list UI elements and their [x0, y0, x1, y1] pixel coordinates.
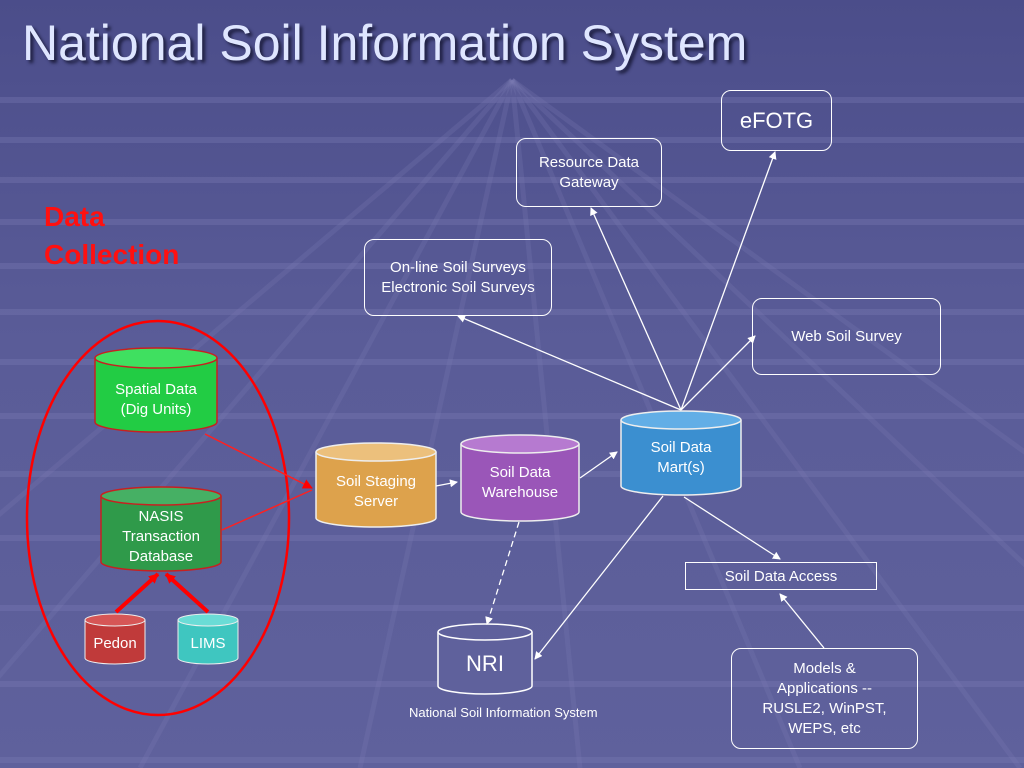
slide-footer: National Soil Information System [409, 705, 598, 720]
spatial-line2: (Dig Units) [120, 401, 192, 418]
resource-gateway-line2: Gateway [559, 173, 619, 191]
staging-line2: Server [353, 493, 399, 510]
resource-gateway-line1: Resource Data [538, 153, 640, 171]
soil-data-access-label: Soil Data Access [724, 567, 838, 585]
spatial-to-staging-line [204, 433, 313, 489]
models-to-sda-arrow [779, 593, 825, 649]
mart-to-efotg-arrow [680, 151, 777, 411]
warehouse-line1: Soil Data [489, 464, 551, 481]
data-collection-label: Data Collection [44, 198, 179, 274]
spatial-data-cylinder [94, 347, 218, 433]
mart-label: Soil Data Mart(s) [621, 438, 741, 478]
data-collection-label-line2: Collection [44, 239, 180, 270]
staging-label: Soil Staging Server [316, 472, 436, 512]
lims-label: LIMS [190, 635, 226, 652]
mart-line1: Soil Data [650, 439, 712, 456]
models-box: Models & Applications -- RUSLE2, WinPST,… [731, 648, 918, 749]
pedon-to-nasis-arrow [114, 572, 160, 614]
nasis-line3: Database [128, 548, 194, 565]
mart-to-wss-arrow [680, 335, 756, 411]
nasis-line2: Transaction [122, 528, 200, 545]
slide-title: National Soil Information System [22, 15, 748, 71]
warehouse-line2: Warehouse [481, 484, 559, 501]
warehouse-to-mart-arrow [579, 451, 618, 479]
efotg-box: eFOTG [721, 90, 832, 151]
mart-line2: Mart(s) [657, 459, 705, 476]
resource-gateway-box: Resource Data Gateway [516, 138, 662, 207]
online-surveys-line1: On-line Soil Surveys [390, 258, 526, 276]
warehouse-label: Soil Data Warehouse [461, 463, 579, 503]
data-collection-ellipse [25, 319, 291, 717]
lims-cylinder [177, 613, 239, 665]
models-line4: WEPS, etc [788, 719, 861, 737]
spatial-line1: Spatial Data [115, 381, 197, 398]
nasis-label: NASIS Transaction Database [101, 507, 221, 567]
nri-cylinder [437, 623, 533, 695]
nri-label: NRI [466, 651, 504, 676]
nasis-cylinder [100, 486, 222, 572]
models-line1: Models & [793, 659, 856, 677]
mart-to-sda-arrow [683, 496, 781, 560]
staging-line1: Soil Staging [335, 473, 417, 490]
mart-to-gateway-arrow [590, 207, 682, 411]
pedon-label: Pedon [93, 635, 137, 652]
warehouse-cylinder [460, 434, 580, 522]
nasis-to-staging-line [221, 489, 313, 531]
online-surveys-box: On-line Soil Surveys Electronic Soil Sur… [364, 239, 552, 316]
warehouse-to-nri-arrow [485, 521, 520, 625]
mart-to-nri-arrow [534, 495, 664, 660]
mart-to-online-arrow [457, 315, 682, 411]
online-surveys-line2: Electronic Soil Surveys [381, 278, 535, 296]
mart-cylinder [620, 410, 742, 496]
lims-to-nasis-arrow [164, 572, 210, 614]
web-soil-survey-label: Web Soil Survey [791, 327, 902, 345]
soil-data-access-box: Soil Data Access [685, 562, 877, 590]
models-line2: Applications -- [776, 679, 873, 697]
efotg-label: eFOTG [739, 107, 814, 133]
models-line3: RUSLE2, WinPST, [762, 699, 887, 717]
spatial-data-label: Spatial Data (Dig Units) [95, 380, 217, 420]
nasis-line1: NASIS [138, 508, 184, 525]
staging-to-warehouse-arrow [435, 479, 458, 488]
data-collection-label-line1: Data [44, 201, 105, 232]
pedon-cylinder [84, 613, 146, 665]
staging-server-cylinder [315, 442, 437, 528]
web-soil-survey-box: Web Soil Survey [752, 298, 941, 375]
